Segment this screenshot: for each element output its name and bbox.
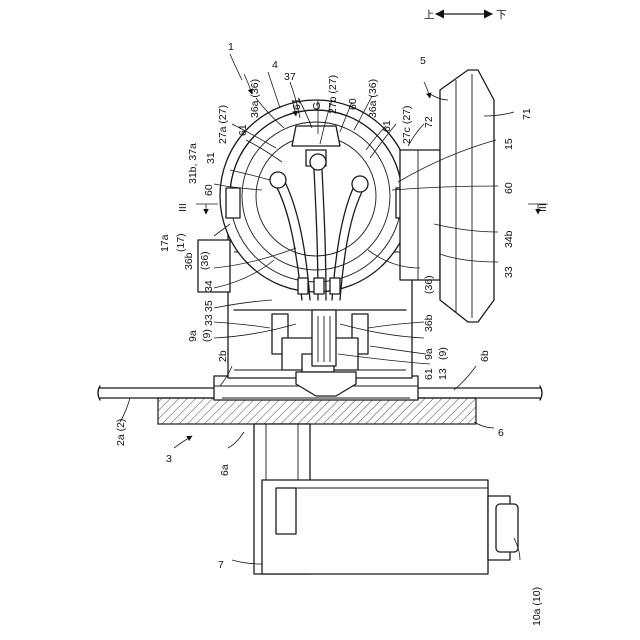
orientation-up-label: 上 xyxy=(424,9,435,21)
label-6b: 6b xyxy=(479,350,491,362)
label-61-left: 61 xyxy=(237,124,249,136)
label-III-left: III xyxy=(177,203,189,212)
label-9a-left: 9a xyxy=(187,330,199,342)
label-6: 6 xyxy=(498,427,504,439)
label-61-bottom: 61 xyxy=(423,368,435,380)
label-15: 15 xyxy=(503,138,515,150)
label-36-paren-right: (36) xyxy=(423,275,435,294)
label-13: 13 xyxy=(437,368,449,380)
label-1: 1 xyxy=(228,41,234,53)
label-36-paren-left: (36) xyxy=(199,251,211,270)
label-61-top: 61 xyxy=(291,98,303,110)
label-35: 35 xyxy=(203,300,215,312)
label-3: 3 xyxy=(166,453,172,465)
label-5: 5 xyxy=(420,55,426,67)
label-36b-right: 36b xyxy=(423,314,435,332)
label-60-top: 60 xyxy=(347,98,359,110)
label-6a: 6a xyxy=(219,464,231,476)
label-4: 4 xyxy=(272,59,278,71)
label-2a-2: 2a (2) xyxy=(115,419,127,446)
label-60-right: 60 xyxy=(503,182,515,194)
label-7: 7 xyxy=(218,559,224,571)
outer-connector xyxy=(254,424,518,574)
label-36a-36-right: 36a (36) xyxy=(367,79,379,118)
label-27c-27: 27c (27) xyxy=(401,105,413,144)
label-III-right: III xyxy=(537,203,549,212)
label-17: (17) xyxy=(175,233,187,252)
label-31b-37a: 31b, 37a xyxy=(187,143,199,184)
label-71: 71 xyxy=(521,108,533,120)
label-27b-27: 27b (27) xyxy=(327,75,339,114)
label-17a: 17a xyxy=(159,234,171,252)
label-9-left: (9) xyxy=(201,329,213,342)
label-37: 37 xyxy=(284,71,296,83)
label-60-left: 60 xyxy=(203,184,215,196)
side-cap xyxy=(400,70,494,322)
label-27a-27: 27a (27) xyxy=(217,105,229,144)
label-2b: 2b xyxy=(217,350,229,362)
orientation-down-label: 下 xyxy=(496,9,507,21)
label-G: G xyxy=(311,102,323,110)
label-34: 34 xyxy=(203,280,215,292)
label-10a-10: 10a (10) xyxy=(531,587,543,626)
label-36a-36-left: 36a (36) xyxy=(249,79,261,118)
label-9-right: (9) xyxy=(437,347,449,360)
label-36b-left: 36b xyxy=(183,252,195,270)
label-34b: 34b xyxy=(503,230,515,248)
label-9a-right: 9a xyxy=(423,348,435,360)
label-61-right: 61 xyxy=(381,120,393,132)
label-72: 72 xyxy=(423,116,435,128)
label-33-right: 33 xyxy=(503,266,515,278)
label-31: 31 xyxy=(205,152,217,164)
label-33-left: 33 xyxy=(203,314,215,326)
